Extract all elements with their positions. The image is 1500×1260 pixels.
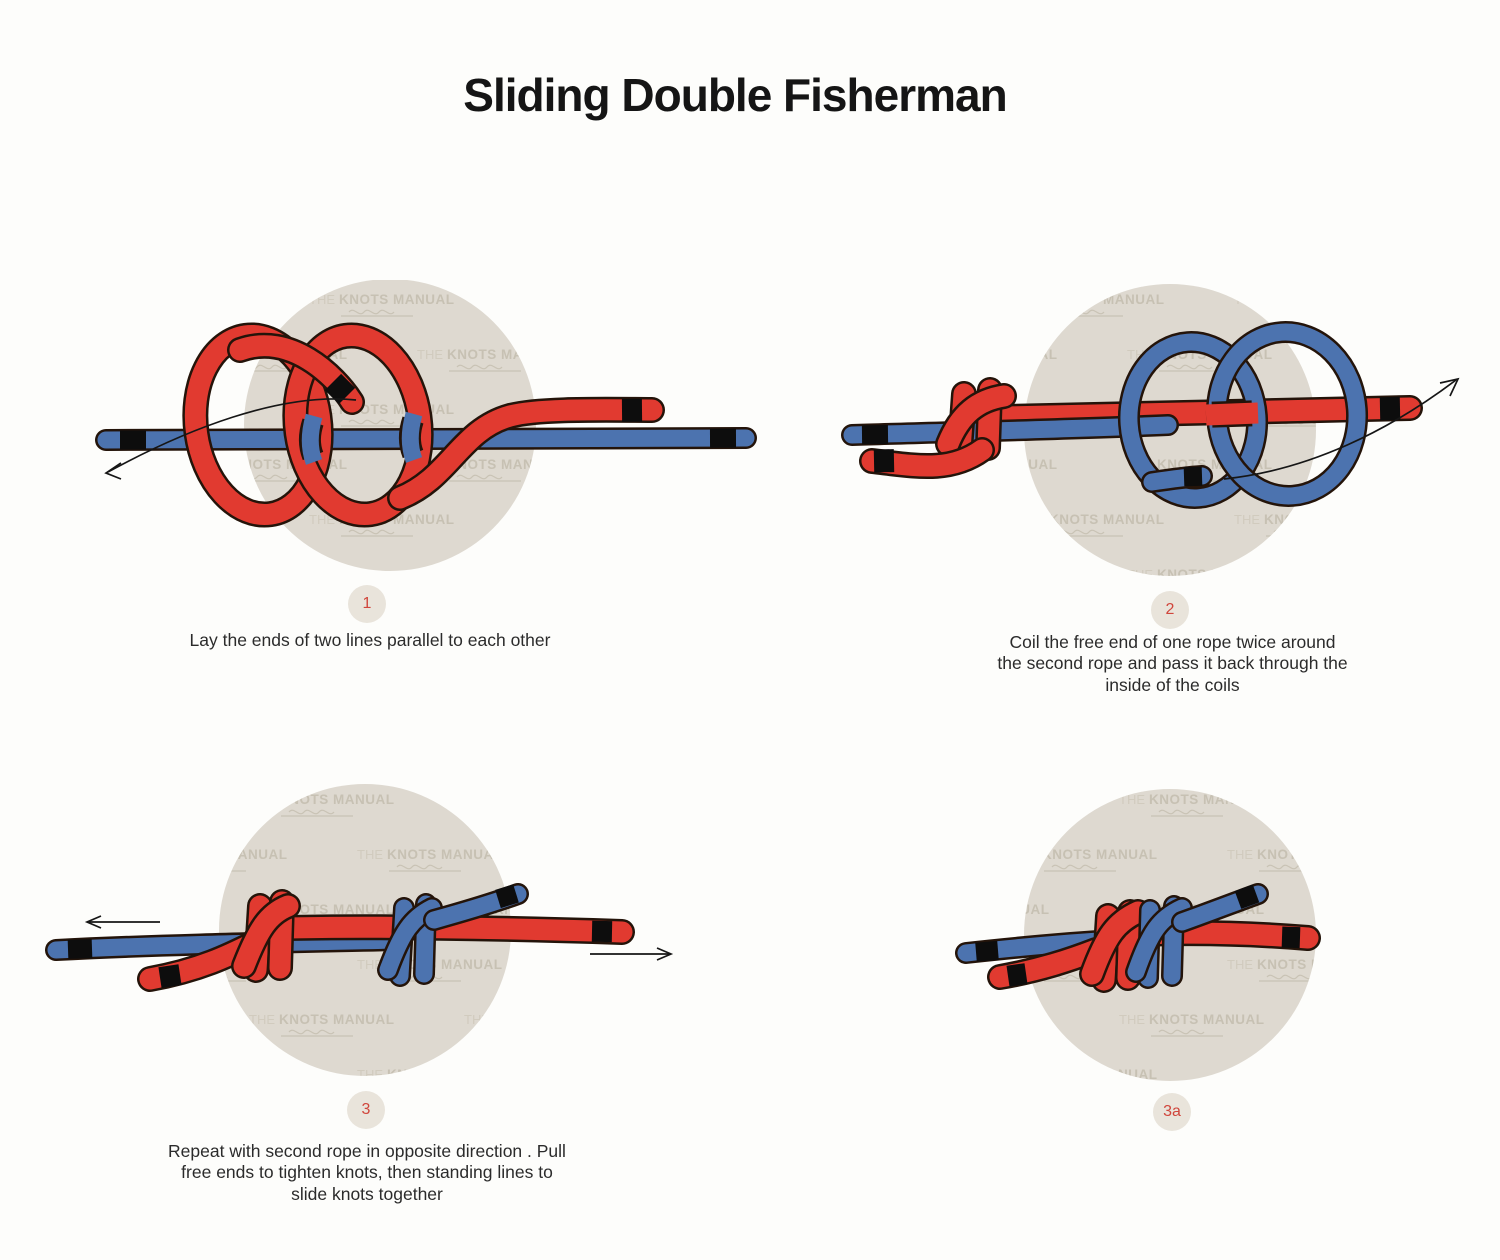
rope-tip [1281,926,1301,949]
rope-tip [975,940,999,962]
step-3-panel [30,780,730,1115]
direction-arrow [104,398,357,480]
red-knot [859,377,1017,480]
pull-arrow-right [590,947,674,961]
rope-tip [67,939,93,959]
direction-arrow [1223,377,1460,480]
blue-knot [1125,883,1269,989]
pull-arrow-left [84,915,160,929]
red-knot [231,889,301,983]
rope-tip [1183,466,1203,487]
knot-illustration-step-2 [841,284,1460,576]
knot-illustration-step-3 [45,784,674,1076]
step-badge-3: 3 [347,1091,385,1129]
rope-tip [495,884,519,909]
step-number: 3a [1163,1103,1181,1120]
step-number: 2 [1165,601,1175,618]
step-caption-1: Lay the ends of two lines parallel to ea… [189,630,551,650]
step-badge-1: 1 [348,585,386,623]
blue-knot [377,883,529,987]
step-3a-panel [900,780,1500,1115]
step-caption-3: Repeat with second rope in opposite dire… [168,1141,566,1204]
step-2-panel [800,280,1500,615]
rope-tip [1234,884,1260,909]
knot-illustration-step-1 [95,279,757,571]
blue-rope-over-crossings [299,411,424,465]
step-caption-2: Coil the free end of one rope twice arou… [997,632,1348,695]
rope-tip [1006,963,1028,987]
step-badge-2: 2 [1151,591,1189,629]
step-number: 3 [361,1101,371,1118]
rope-tip [324,373,356,405]
step-badge-3a: 3a [1153,1093,1191,1131]
step-number: 1 [362,595,372,612]
red-rope-over-crossings [1205,400,1259,428]
page-title: Sliding Double Fisherman [463,69,1007,121]
step-1-panel [90,279,790,615]
rope-tip [158,964,182,988]
knot-illustration-step-3a [955,789,1321,1081]
